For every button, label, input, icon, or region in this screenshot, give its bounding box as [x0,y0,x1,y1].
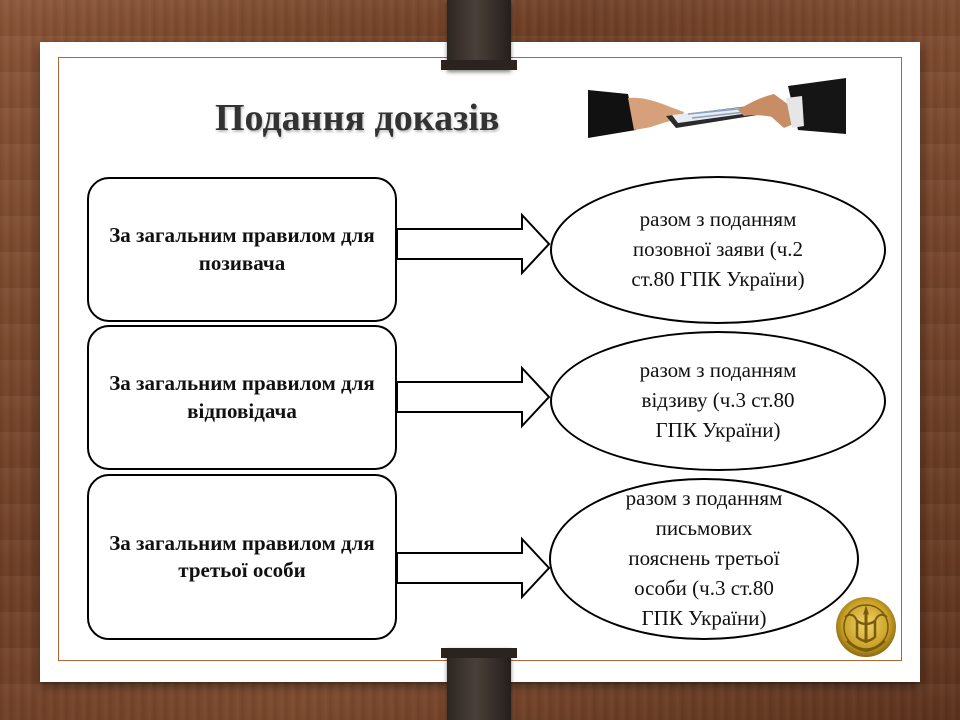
defendant-rule-box: За загальним правилом для відповідача [87,325,397,470]
handing-over-tablet-photo [588,68,846,172]
ellipse-line: ГПК України) [641,605,767,630]
right-arrow-icon [396,536,551,600]
ellipse-line: особи (ч.3 ст.80 [634,575,774,600]
third-party-deadline-ellipse: разом з поданням письмових пояснень трет… [549,478,859,640]
ellipse-line: разом з поданням [639,358,797,383]
right-arrow-icon [396,212,551,276]
right-arrow-icon [396,365,551,429]
plaintiff-deadline-ellipse: разом з поданням позовної заяви (ч.2 ст.… [550,176,886,324]
bottom-clip [441,648,517,720]
ellipse-line: разом з поданням [639,207,797,232]
ellipse-line: пояснень третьої [628,546,780,571]
court-emblem-icon [836,597,896,657]
plaintiff-rule-box: За загальним правилом для позивача [87,177,397,322]
ellipse-line: відзиву (ч.3 ст.80 [641,388,795,413]
ellipse-line: ст.80 ГПК України) [631,266,805,291]
ellipse-line: позовної заяви (ч.2 [632,237,804,262]
ellipse-line: разом з поданням [625,486,783,511]
slide-title: Подання доказів [215,97,500,139]
top-clip [441,0,517,70]
defendant-deadline-ellipse: разом з поданням відзиву (ч.3 ст.80 ГПК … [550,331,886,471]
third-party-rule-box: За загальним правилом для третьої особи [87,474,397,640]
ellipse-line: ГПК України) [655,417,781,442]
ellipse-line: письмових [655,516,753,541]
